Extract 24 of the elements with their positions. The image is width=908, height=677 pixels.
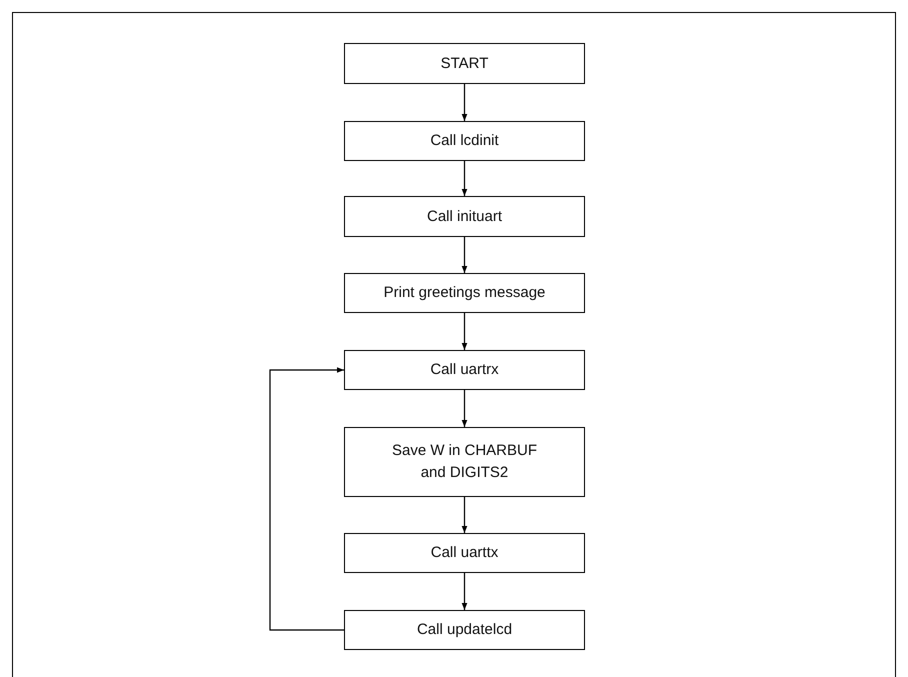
arrow <box>269 367 344 631</box>
box-label: Print greetings message <box>384 283 546 304</box>
box-label: Call uartrx <box>430 360 499 380</box>
box-label: Call lcdinit <box>430 131 499 152</box>
arrow <box>462 237 468 273</box>
process-box <box>344 196 585 237</box>
process-box <box>344 121 585 161</box>
box-label: Call inituart <box>426 206 502 227</box>
box-label: Call uarttx <box>430 543 498 564</box>
arrow <box>462 573 468 610</box>
arrow <box>462 497 468 533</box>
arrow <box>462 161 468 196</box>
process-box <box>344 273 585 313</box>
arrow <box>462 390 468 427</box>
process-box <box>344 43 585 84</box>
process-box <box>344 533 585 573</box>
arrow <box>462 84 468 121</box>
process-box <box>344 427 585 497</box>
box-label: START <box>440 54 488 74</box>
process-box <box>344 610 585 650</box>
box-label: Call updatelcd <box>416 620 512 640</box>
box-label: Save W in CHARBUF and DIGITS2 <box>390 441 538 483</box>
arrow <box>462 313 468 350</box>
process-box <box>344 350 585 390</box>
